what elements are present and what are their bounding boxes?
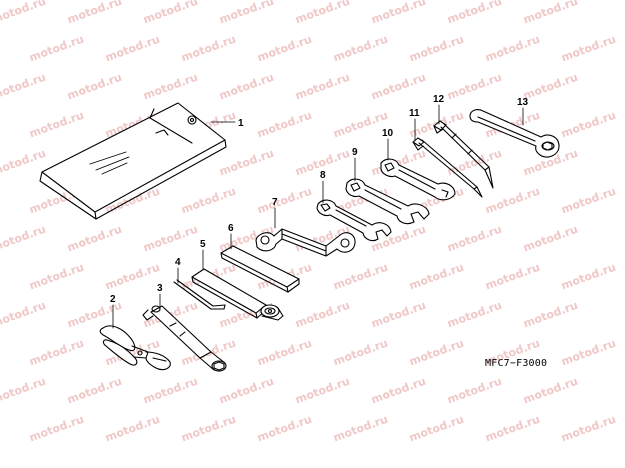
callout-5: 5 — [200, 239, 206, 250]
callout-11: 11 — [409, 108, 420, 119]
open-end-wrench-icon — [345, 178, 430, 225]
callout-1: 1 — [238, 118, 244, 129]
callout-12: 12 — [433, 94, 445, 105]
diagram-code: MFC7−F3000 — [485, 358, 548, 369]
pliers-icon — [99, 325, 171, 371]
callout-13: 13 — [517, 97, 529, 108]
callout-2: 2 — [110, 294, 116, 305]
screwdriver-icon — [412, 137, 483, 198]
callout-3: 3 — [157, 283, 163, 294]
callout-6: 6 — [228, 223, 234, 234]
callout-4: 4 — [175, 257, 181, 268]
callout-8: 8 — [320, 170, 326, 181]
callout-7: 7 — [272, 197, 278, 208]
offset-wrench-icon — [255, 228, 356, 257]
callout-labels: 1 2 3 4 5 6 7 8 9 10 11 12 13 — [110, 94, 529, 305]
ring-wrench-icon — [469, 109, 560, 158]
callout-9: 9 — [352, 147, 358, 158]
screwdriver-icon — [433, 120, 494, 189]
open-end-wrench-icon — [380, 158, 456, 201]
hex-key-icon — [173, 279, 226, 310]
open-end-wrench-icon — [316, 199, 392, 242]
callout-10: 10 — [382, 128, 394, 139]
spark-plug-socket-icon — [142, 305, 227, 372]
tool-bag-icon — [39, 102, 227, 220]
flat-bar-icon — [220, 245, 300, 293]
leader-lines — [112, 104, 524, 329]
handle-bar-icon — [191, 268, 284, 321]
